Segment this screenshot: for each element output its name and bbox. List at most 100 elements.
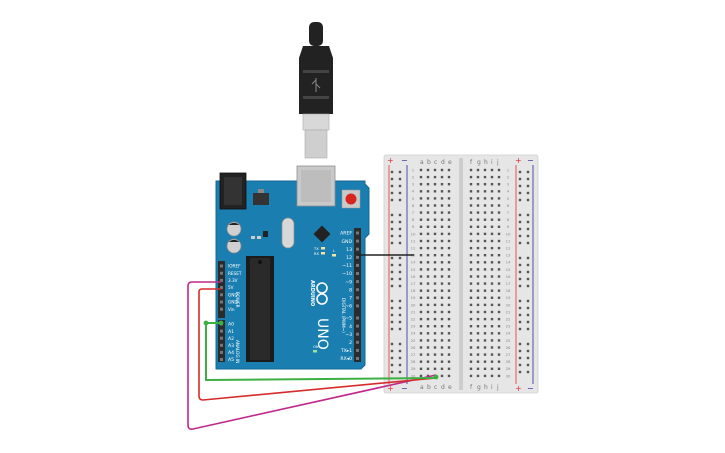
breadboard-hole[interactable] <box>433 303 437 307</box>
breadboard-hole[interactable] <box>497 175 501 179</box>
digital-pin[interactable] <box>356 340 359 344</box>
breadboard-hole[interactable] <box>426 232 430 236</box>
power-pin[interactable] <box>220 278 223 282</box>
breadboard-hole[interactable] <box>433 254 437 257</box>
breadboard-hole[interactable] <box>433 310 437 314</box>
analog-pin[interactable] <box>220 358 223 361</box>
breadboard-hole[interactable] <box>440 367 444 370</box>
breadboard-hole[interactable] <box>440 239 444 243</box>
rail-hole[interactable] <box>526 349 530 353</box>
rail-hole[interactable] <box>518 270 522 274</box>
breadboard-hole[interactable] <box>483 211 487 214</box>
breadboard-hole[interactable] <box>426 246 430 250</box>
breadboard-hole[interactable] <box>476 289 480 292</box>
rail-hole[interactable] <box>398 170 402 174</box>
rail-hole[interactable] <box>518 370 522 374</box>
rail-hole[interactable] <box>390 284 394 288</box>
breadboard-hole[interactable] <box>497 183 501 186</box>
rail-hole[interactable] <box>526 356 530 360</box>
breadboard-hole[interactable] <box>447 303 451 307</box>
breadboard-hole[interactable] <box>483 317 487 321</box>
breadboard-hole[interactable] <box>426 175 430 179</box>
breadboard-hole[interactable] <box>483 275 487 278</box>
breadboard-hole[interactable] <box>447 183 451 186</box>
rail-hole[interactable] <box>518 342 522 346</box>
breadboard-hole[interactable] <box>440 339 444 342</box>
breadboard-hole[interactable] <box>476 246 480 250</box>
analog-pin[interactable] <box>220 350 223 354</box>
breadboard-hole[interactable] <box>440 374 444 378</box>
power-pin[interactable] <box>220 293 223 297</box>
breadboard-hole[interactable] <box>433 175 437 179</box>
breadboard-hole[interactable] <box>469 296 473 299</box>
breadboard-hole[interactable] <box>419 332 423 335</box>
rail-hole[interactable] <box>526 277 530 281</box>
breadboard-hole[interactable] <box>433 289 437 292</box>
breadboard-hole[interactable] <box>447 339 451 342</box>
breadboard-hole[interactable] <box>419 246 423 250</box>
breadboard-hole[interactable] <box>433 218 437 221</box>
breadboard-hole[interactable] <box>469 175 473 179</box>
breadboard-hole[interactable] <box>426 353 430 356</box>
breadboard-hole[interactable] <box>476 168 480 172</box>
breadboard-hole[interactable] <box>419 232 423 236</box>
breadboard-hole[interactable] <box>419 282 423 285</box>
breadboard-hole[interactable] <box>447 204 451 207</box>
breadboard-hole[interactable] <box>419 360 423 363</box>
breadboard-hole[interactable] <box>447 225 451 228</box>
breadboard-hole[interactable] <box>497 211 501 214</box>
breadboard-hole[interactable] <box>483 268 487 271</box>
rail-hole[interactable] <box>398 349 402 353</box>
rail-hole[interactable] <box>526 177 530 181</box>
breadboard-hole[interactable] <box>469 190 473 193</box>
analog-pin[interactable] <box>220 329 223 333</box>
breadboard-hole[interactable] <box>490 246 494 250</box>
rail-hole[interactable] <box>518 327 522 331</box>
breadboard-hole[interactable] <box>447 353 451 356</box>
breadboard-hole[interactable] <box>469 232 473 236</box>
rail-hole[interactable] <box>518 213 522 217</box>
rail-hole[interactable] <box>518 234 522 238</box>
breadboard-hole[interactable] <box>469 254 473 257</box>
breadboard-hole[interactable] <box>447 367 451 370</box>
breadboard-hole[interactable] <box>490 353 494 356</box>
breadboard-hole[interactable] <box>433 211 437 214</box>
breadboard-hole[interactable] <box>469 211 473 214</box>
rail-hole[interactable] <box>526 213 530 217</box>
digital-pin[interactable] <box>356 316 359 320</box>
breadboard-hole[interactable] <box>447 239 451 243</box>
rail-hole[interactable] <box>390 227 394 231</box>
rail-hole[interactable] <box>526 198 530 202</box>
breadboard-hole[interactable] <box>419 268 423 271</box>
breadboard-hole[interactable] <box>490 268 494 271</box>
digital-pin[interactable] <box>356 288 359 292</box>
breadboard-hole[interactable] <box>490 190 494 193</box>
breadboard-hole[interactable] <box>433 268 437 271</box>
breadboard-hole[interactable] <box>426 360 430 363</box>
breadboard-hole[interactable] <box>483 225 487 228</box>
breadboard-hole[interactable] <box>469 282 473 285</box>
breadboard-hole[interactable] <box>476 225 480 228</box>
breadboard-hole[interactable] <box>419 289 423 292</box>
breadboard-hole[interactable] <box>447 282 451 285</box>
breadboard-hole[interactable] <box>440 310 444 314</box>
rail-hole[interactable] <box>518 198 522 202</box>
breadboard-hole[interactable] <box>476 310 480 314</box>
breadboard-hole[interactable] <box>497 225 501 228</box>
digital-pin[interactable] <box>356 247 359 251</box>
breadboard-hole[interactable] <box>419 303 423 307</box>
breadboard-hole[interactable] <box>476 346 480 349</box>
breadboard-hole[interactable] <box>483 367 487 370</box>
breadboard-hole[interactable] <box>469 367 473 370</box>
rail-hole[interactable] <box>526 234 530 238</box>
breadboard-hole[interactable] <box>433 204 437 207</box>
rail-hole[interactable] <box>398 320 402 324</box>
breadboard-hole[interactable] <box>447 218 451 221</box>
breadboard-hole[interactable] <box>440 190 444 193</box>
breadboard-hole[interactable] <box>440 232 444 236</box>
breadboard-hole[interactable] <box>469 204 473 207</box>
breadboard-hole[interactable] <box>426 268 430 271</box>
breadboard-hole[interactable] <box>483 246 487 250</box>
breadboard-hole[interactable] <box>497 310 501 314</box>
breadboard-hole[interactable] <box>490 211 494 214</box>
